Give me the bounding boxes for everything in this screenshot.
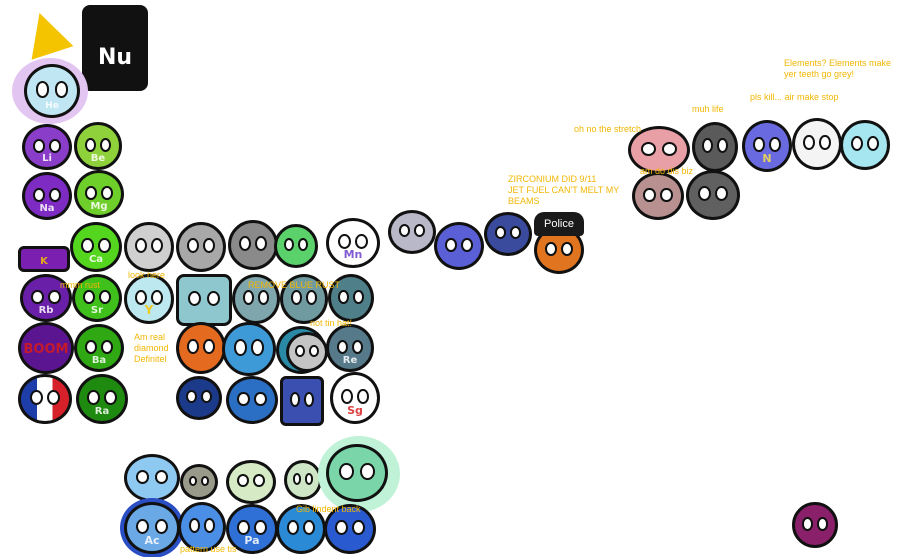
yttrium-ball: Y xyxy=(124,274,174,324)
titanium-ball xyxy=(176,222,226,272)
caption-oh-no-stretch: oh no the stretch xyxy=(574,124,642,134)
caption-remove-blue-rust: REMOVE BLUE RUST xyxy=(248,280,341,290)
nitrogen-ball: N xyxy=(742,120,792,172)
caesium-ball: BOOM xyxy=(18,322,74,374)
radium-ball: Ra xyxy=(76,374,128,424)
rhenium-ball: Re xyxy=(326,324,374,372)
lawrencium-ball xyxy=(176,376,222,420)
tungsten-ball xyxy=(286,332,328,372)
lutetium-ball xyxy=(176,322,226,374)
rubidium-ball: Rb xyxy=(20,274,72,322)
rubidium-symbol: Rb xyxy=(38,304,54,316)
yellow-triangle-icon xyxy=(18,6,74,60)
magnesium-ball: Mg xyxy=(74,170,124,218)
protactinium-ball: Pa xyxy=(226,504,278,554)
lanthanum-ball xyxy=(124,454,180,502)
nobelium-ball xyxy=(792,502,838,548)
nu-tile: Nu xyxy=(82,5,148,91)
barium-ball: Ba xyxy=(74,324,124,372)
yttrium-symbol: Y xyxy=(144,303,154,318)
helium-ball: He xyxy=(24,64,80,118)
radium-symbol: Ra xyxy=(94,406,110,418)
actinium-ball: Ac xyxy=(124,502,180,554)
dubnium-ball xyxy=(280,376,324,426)
nu-tile-label: Nu xyxy=(97,45,133,70)
police-hat-label: Police xyxy=(544,218,574,230)
lithium-symbol: Li xyxy=(42,152,52,164)
cerium-ball xyxy=(180,464,218,500)
neptunium-ball xyxy=(324,504,376,554)
boom-label: BOOM xyxy=(23,342,69,357)
caption-zirconium: ZIRCONIUM DID 9/11 JET FUEL CAN'T MELT M… xyxy=(508,174,620,206)
potassium-ball: K xyxy=(18,246,70,272)
sodium-symbol: Na xyxy=(39,202,55,214)
praseodymium-ball xyxy=(226,460,276,504)
hafnium-ball xyxy=(222,322,276,376)
zirconium-ball xyxy=(176,274,232,326)
magnesium-symbol: Mg xyxy=(90,200,108,212)
calcium-symbol: Ca xyxy=(88,254,104,266)
protactinium-symbol: Pa xyxy=(244,534,260,548)
manganese-symbol: Mn xyxy=(343,248,363,262)
seaborgium-ball: Sg xyxy=(330,372,380,424)
sodium-ball: Na xyxy=(22,172,72,220)
caption-am-real-diamond: Am real diamond Definitel xyxy=(134,332,169,364)
aluminium-ball xyxy=(632,172,684,220)
caption-not-tin-hat: not tin hat! xyxy=(310,318,353,328)
caption-am-do-dis: am do dis biz xyxy=(640,166,694,176)
vanadium-ball xyxy=(228,220,278,270)
helium-symbol: He xyxy=(45,101,59,112)
beryllium-symbol: Be xyxy=(90,152,106,164)
strontium-ball: Sr xyxy=(72,274,122,322)
potassium-symbol: K xyxy=(40,256,48,267)
caption-look-here: look here xyxy=(128,270,166,280)
oxygen-ball xyxy=(792,118,842,170)
scandium-ball xyxy=(124,222,174,272)
promethium-ball xyxy=(326,444,388,502)
thorium-ball xyxy=(178,502,226,552)
calcium-ball: Ca xyxy=(70,222,122,272)
caption-elements-grey: Elements? Elements make yer teeth go gre… xyxy=(784,58,892,79)
francium-ball xyxy=(18,374,72,424)
neodymium-ball xyxy=(284,460,322,500)
lithium-ball: Li xyxy=(22,124,72,170)
caption-gib-lindent: Gib lindent back xyxy=(296,504,361,514)
molybdenum-ball xyxy=(280,274,328,324)
seaborgium-symbol: Sg xyxy=(347,404,363,418)
fluorine-ball xyxy=(840,120,890,170)
iron-ball xyxy=(388,210,436,254)
strontium-symbol: Sr xyxy=(90,304,104,316)
niobium-ball xyxy=(232,274,280,324)
caption-pls-kill: pls kill... air make stop xyxy=(750,92,839,102)
actinium-symbol: Ac xyxy=(144,534,160,548)
cobalt-ball xyxy=(434,222,484,270)
caption-pattern-use: pattern use tis xyxy=(180,544,237,554)
manganese-ball: Mn xyxy=(326,218,380,268)
technetium-ball xyxy=(328,274,374,322)
caption-mmm-rust: mmm rust xyxy=(60,280,100,290)
barium-symbol: Ba xyxy=(91,354,107,366)
chromium-ball xyxy=(274,224,318,268)
uranium-ball xyxy=(276,504,326,554)
beryllium-ball: Be xyxy=(74,122,122,170)
caption-muh-life: muh life xyxy=(692,104,724,114)
nitrogen-symbol: N xyxy=(762,152,772,166)
rhenium-symbol: Re xyxy=(342,354,358,366)
silicon-ball xyxy=(686,170,740,220)
rutherfordium-ball xyxy=(226,376,278,424)
police-hat: Police xyxy=(534,212,584,236)
carbon-ball xyxy=(692,122,738,172)
nickel-ball xyxy=(484,212,532,256)
